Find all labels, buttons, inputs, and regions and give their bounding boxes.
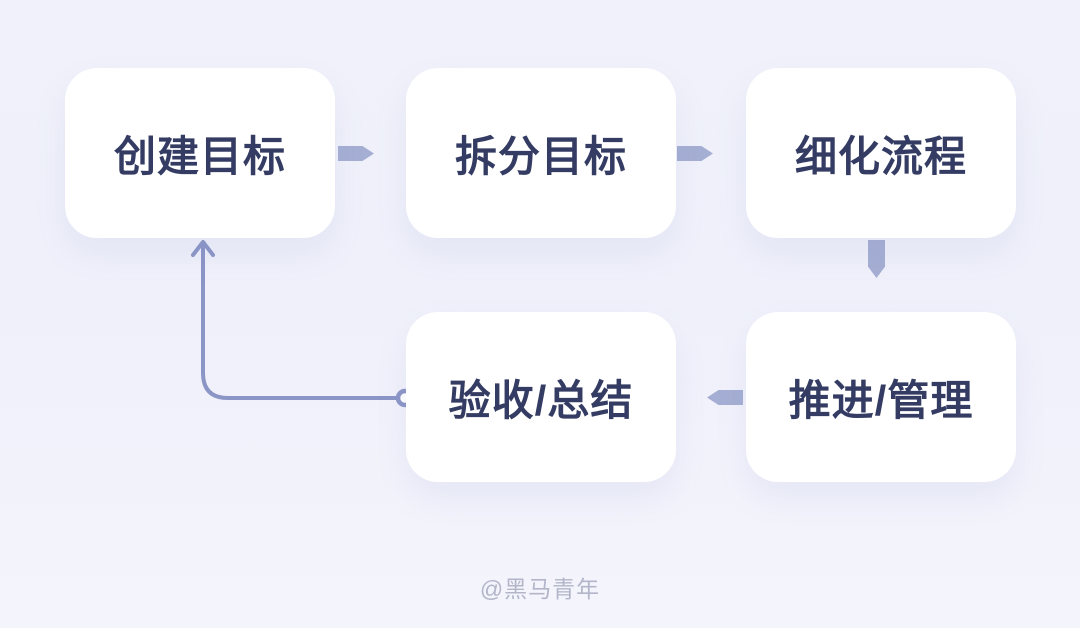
flow-node-advance-manage: 推进/管理: [746, 312, 1016, 482]
flow-node-label: 验收/总结: [448, 376, 634, 424]
flow-node-review-summary: 验收/总结: [406, 312, 676, 482]
flow-node-create-goal: 创建目标: [65, 68, 335, 238]
arrow-right-icon: [677, 146, 713, 161]
flow-node-label: 创建目标: [113, 132, 286, 180]
loop-back-line: [201, 245, 400, 400]
flow-node-label: 推进/管理: [788, 376, 974, 424]
watermark-text: @黑马青年: [479, 576, 601, 602]
arrow-right-icon: [338, 146, 374, 161]
flow-node-label: 拆分目标: [454, 132, 627, 180]
arrow-left-icon: [707, 390, 743, 405]
flow-node-refine-process: 细化流程: [746, 68, 1016, 238]
flow-node-label: 细化流程: [794, 132, 967, 180]
arrow-down-icon: [868, 240, 885, 278]
loop-back-arrowhead-icon: [191, 240, 215, 257]
flow-node-split-goal: 拆分目标: [406, 68, 676, 238]
